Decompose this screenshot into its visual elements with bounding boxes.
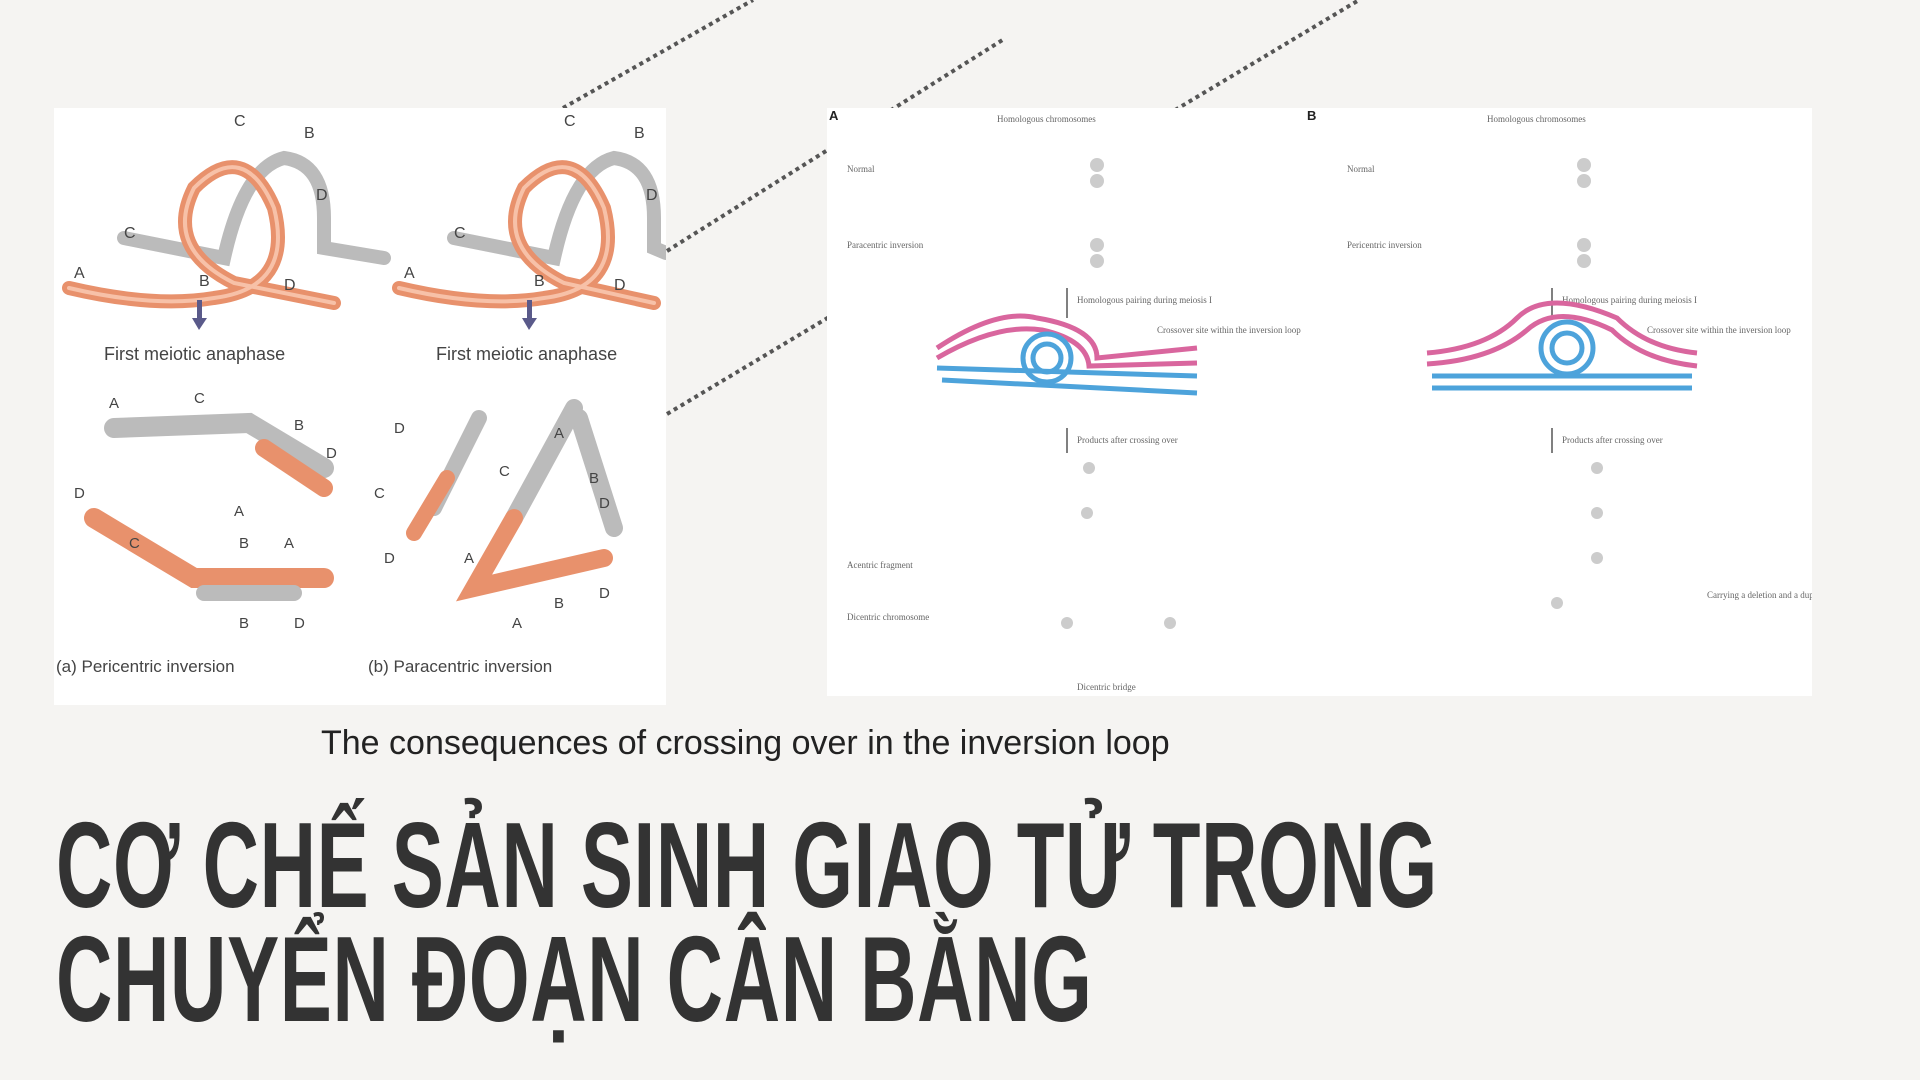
- svg-text:D: D: [284, 277, 296, 294]
- svg-text:D: D: [599, 585, 610, 602]
- slide-title-line-2: CHUYỂN ĐOẠN CÂN BẰNG: [56, 911, 1093, 1047]
- products-a: [926, 462, 1268, 629]
- step-label-a: First meiotic anaphase: [104, 344, 285, 364]
- svg-text:C: C: [374, 485, 385, 502]
- svg-text:D: D: [316, 187, 328, 204]
- svg-text:B: B: [534, 273, 545, 290]
- label-dicentric: Dicentric chromosome: [847, 612, 929, 622]
- label-normal-a: Normal: [847, 164, 875, 174]
- svg-text:A: A: [404, 265, 415, 282]
- panel-b-products: [406, 399, 623, 602]
- svg-text:D: D: [326, 445, 337, 462]
- chromosomes-b: [1405, 149, 1724, 277]
- chromosomes-a: [920, 149, 1234, 277]
- label-paracentric: Paracentric inversion: [847, 240, 924, 250]
- label-products-a: Products after crossing over: [1077, 435, 1178, 445]
- heading-a: Homologous chromosomes: [997, 114, 1096, 124]
- svg-text:D: D: [614, 277, 626, 294]
- svg-text:A: A: [464, 550, 474, 567]
- inversion-loop-a: [935, 313, 1198, 396]
- svg-text:A: A: [284, 535, 294, 552]
- svg-text:D: D: [646, 187, 658, 204]
- label-bridge: Dicentric bridge: [1077, 682, 1136, 692]
- svg-text:C: C: [234, 113, 246, 130]
- label-pericentric: Pericentric inversion: [1347, 240, 1422, 250]
- panel-b-letter: B: [1307, 108, 1316, 123]
- svg-text:C: C: [124, 225, 136, 242]
- label-crossover-b: Crossover site within the inversion loop: [1647, 325, 1791, 335]
- svg-text:A: A: [234, 503, 244, 520]
- crossing-over-figure: A B Homologous chromosomes Homologous ch…: [827, 108, 1812, 696]
- svg-text:A: A: [74, 265, 85, 282]
- label-deletion-duplication: Carrying a deletion and a duplication: [1707, 590, 1812, 600]
- svg-text:A: A: [554, 425, 564, 442]
- slide-title-line-1: CƠ CHẾ SẢN SINH GIAO TỬ TRONG: [56, 797, 1438, 933]
- svg-text:C: C: [564, 113, 576, 130]
- svg-text:B: B: [199, 273, 210, 290]
- label-pairing-a: Homologous pairing during meiosis I: [1077, 295, 1212, 305]
- step-label-b: First meiotic anaphase: [436, 344, 617, 364]
- svg-text:B: B: [554, 595, 564, 612]
- svg-text:B: B: [589, 470, 599, 487]
- svg-text:D: D: [74, 485, 85, 502]
- panel-a-caption: (a) Pericentric inversion: [56, 657, 235, 676]
- svg-text:B: B: [294, 417, 304, 434]
- label-pairing-b: Homologous pairing during meiosis I: [1562, 295, 1697, 305]
- label-products-b: Products after crossing over: [1562, 435, 1663, 445]
- svg-text:C: C: [454, 225, 466, 242]
- svg-text:D: D: [294, 615, 305, 632]
- svg-text:D: D: [394, 420, 405, 437]
- svg-text:A: A: [512, 615, 522, 632]
- panel-a-letter: A: [829, 108, 839, 123]
- svg-text:C: C: [499, 463, 510, 480]
- panel-b-caption: (b) Paracentric inversion: [368, 657, 552, 676]
- svg-text:A: A: [109, 395, 119, 412]
- products-b: [1421, 462, 1768, 609]
- svg-text:B: B: [239, 535, 249, 552]
- svg-text:C: C: [194, 390, 205, 407]
- inversion-loop-b: [1426, 300, 1698, 391]
- label-normal-b: Normal: [1347, 164, 1375, 174]
- heading-b: Homologous chromosomes: [1487, 114, 1586, 124]
- svg-text:D: D: [599, 495, 610, 512]
- svg-text:B: B: [304, 125, 315, 142]
- svg-text:B: B: [634, 125, 645, 142]
- label-acentric: Acentric fragment: [847, 560, 913, 570]
- svg-text:B: B: [239, 615, 249, 632]
- panel-a-loop: [62, 150, 391, 310]
- panel-b-loop: [392, 150, 666, 310]
- svg-text:C: C: [129, 535, 140, 552]
- figure-caption: The consequences of crossing over in the…: [321, 724, 1170, 762]
- svg-text:D: D: [384, 550, 395, 567]
- panel-a-products: [84, 412, 334, 601]
- label-crossover-a: Crossover site within the inversion loop: [1157, 325, 1301, 335]
